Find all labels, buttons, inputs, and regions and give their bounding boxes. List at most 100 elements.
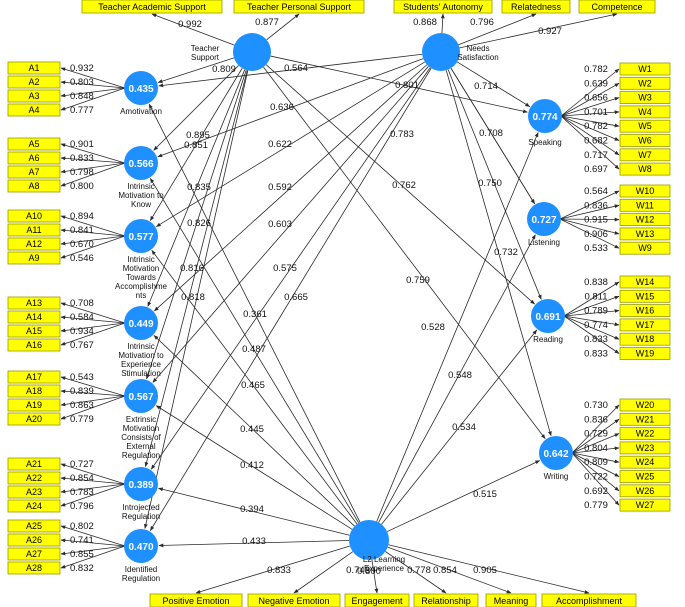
loading-arrow-a21: [60, 463, 126, 485]
indicator-name: A13: [26, 298, 42, 308]
indicator-name: W25: [636, 472, 655, 482]
loading-arrow-negative-emotion: [293, 551, 353, 594]
indicator-a17: A17: [7, 370, 61, 384]
indicator-box: [7, 499, 61, 513]
indicator-name: W1: [638, 64, 652, 74]
latent-node: [124, 379, 158, 413]
loading-arrow-w21: [571, 418, 620, 454]
indicator-box: [619, 347, 671, 360]
loading-arrow-a25: [60, 525, 126, 547]
loading-arrow-a8: [60, 162, 126, 187]
indicator-a6: A6: [7, 151, 61, 165]
loading-arrow-a26: [60, 538, 126, 547]
indicator-a15: A15: [7, 324, 61, 338]
indicator-box: [619, 227, 671, 241]
indicator-box: [619, 76, 671, 90]
loading-arrow-w23: [571, 446, 620, 454]
indicator-name: W11: [636, 200, 654, 210]
latent-label: Motivation to: [118, 191, 164, 200]
loading-arrow-a10: [60, 215, 126, 237]
loading-value-w18: 0.833: [584, 334, 608, 345]
indicator-box: [7, 165, 61, 179]
indicator-name: A9: [28, 253, 39, 263]
indicator-name: A24: [26, 501, 42, 511]
indicator-box: [7, 519, 61, 533]
loading-value-a24: 0.796: [70, 501, 94, 512]
loading-arrow-a27: [60, 545, 126, 556]
path-coefficient-l2-ima: 0.465: [241, 380, 265, 391]
loading-arrow-w15: [563, 295, 620, 317]
path-ns-to-ima: [155, 61, 426, 227]
loading-value-a18: 0.839: [70, 386, 94, 397]
path-l2-to-emr: [155, 405, 353, 530]
indicator-box: [7, 370, 61, 384]
latent-label: Reading: [533, 335, 563, 344]
loading-value-a7: 0.798: [70, 167, 94, 178]
loading-value-w7: 0.717: [584, 150, 608, 161]
indicator-positive-emotion: Positive Emotion: [149, 593, 243, 607]
latent-l2-learning-experience: [349, 520, 389, 560]
indicator-box: [7, 547, 61, 561]
loading-value-accomplishment: 0.905: [473, 565, 497, 576]
loading-value-w16: 0.789: [584, 306, 608, 317]
indicator-w18: W18: [619, 332, 671, 346]
indicator-name: A11: [26, 225, 41, 235]
loading-arrow-a18: [60, 389, 126, 397]
path-coefficient-ts-inr: 0.816: [180, 263, 204, 274]
indicator-box: [619, 105, 671, 119]
indicator-a2: A2: [7, 75, 61, 89]
indicator-w20: W20: [619, 398, 671, 412]
indicator-teacher-personal-support: Teacher Personal Support: [233, 0, 365, 14]
indicator-box: [7, 533, 61, 547]
loading-value-w27: 0.779: [584, 500, 608, 511]
latent-teacher-support: [233, 33, 271, 71]
loading-value-a4: 0.777: [70, 105, 94, 116]
loading-value-a2: 0.803: [70, 77, 94, 88]
loading-value-w3: 0.656: [584, 93, 608, 104]
latent-node: [527, 202, 561, 236]
path-coefficient-l2-ims: 0.445: [240, 424, 264, 435]
loading-value-w21: 0.836: [584, 414, 608, 425]
latent-label: Regulation: [122, 451, 160, 460]
latent-identified-regulation: 0.470: [124, 529, 158, 563]
indicator-w24: W24: [619, 455, 671, 469]
indicator-box: [619, 318, 671, 332]
latent-writing: 0.642: [539, 436, 573, 470]
indicator-name: W27: [636, 500, 655, 510]
indicator-box: [7, 471, 61, 485]
path-coefficient-l2-re: 0.534: [452, 422, 476, 433]
indicator-w22: W22: [619, 427, 671, 441]
loading-arrow-teacher-personal-support: [266, 13, 300, 41]
path-l2-to-ima: [151, 250, 358, 525]
loading-arrow-w2: [560, 82, 620, 117]
indicator-w25: W25: [619, 470, 671, 483]
indicator-box: [149, 593, 243, 607]
loading-value-a14: 0.584: [70, 312, 94, 323]
loading-value-w12: 0.915: [584, 215, 608, 226]
path-coefficient-ts-imk: 0.895: [186, 130, 210, 141]
latent-label: Towards: [126, 273, 156, 282]
latent-label: Support: [191, 53, 220, 62]
loading-value-a13: 0.708: [70, 298, 94, 309]
path-ts-to-inr: [144, 70, 248, 468]
indicator-name: A5: [28, 139, 39, 149]
loading-arrow-a4: [60, 87, 126, 111]
loading-arrow-a7: [60, 162, 126, 174]
loading-arrow-w6: [560, 115, 620, 141]
path-coefficient-l2-sp: 0.528: [421, 322, 445, 333]
loading-arrow-a9: [60, 235, 126, 259]
loading-value-a25: 0.802: [70, 521, 94, 532]
indicator-name: W16: [636, 306, 655, 316]
path-l2-to-am: [148, 103, 361, 523]
indicator-box: [393, 0, 493, 14]
indicator-a19: A19: [7, 398, 61, 412]
indicator-box: [233, 0, 365, 14]
indicator-a16: A16: [7, 338, 61, 352]
path-l2-to-sp: [376, 132, 539, 522]
indicator-name: W18: [636, 334, 655, 344]
indicator-box: [7, 89, 61, 103]
loading-arrow-a6: [60, 156, 126, 164]
loading-value-a26: 0.741: [70, 535, 94, 546]
indicator-box: [541, 593, 637, 607]
indicator-box: [619, 198, 671, 212]
